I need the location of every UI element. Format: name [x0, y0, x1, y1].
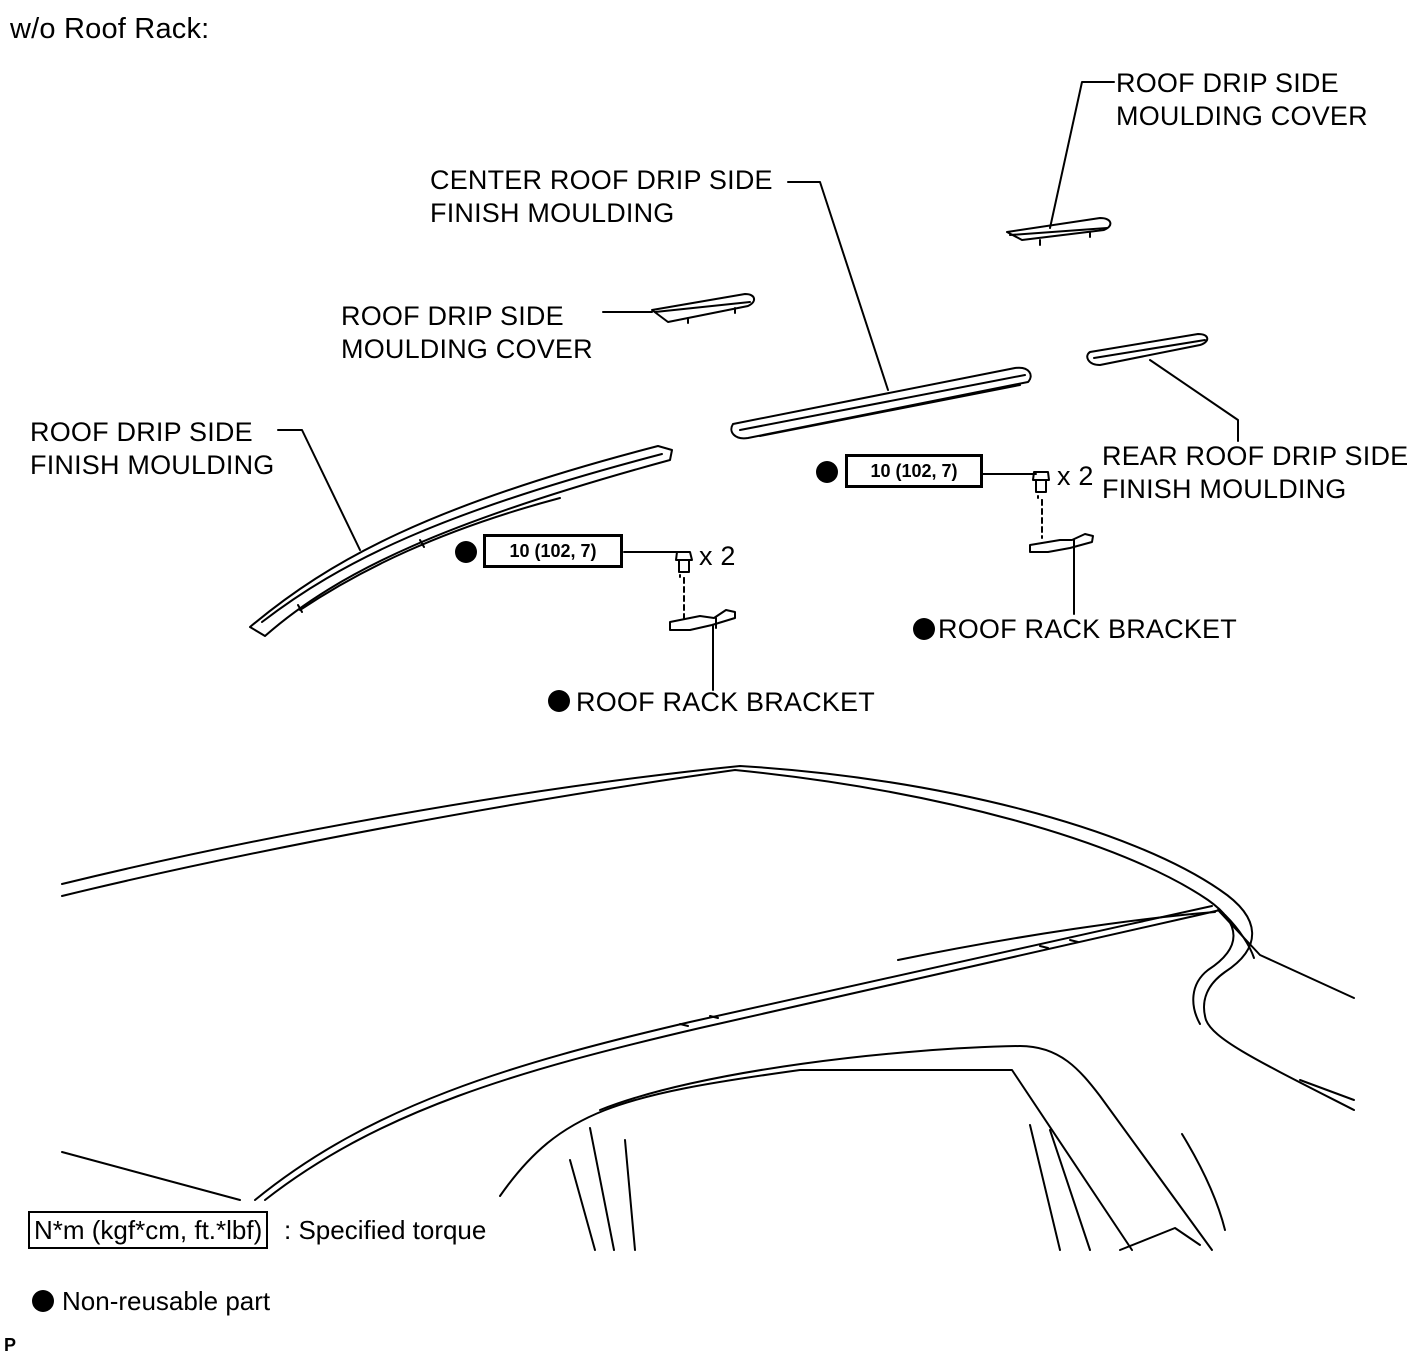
roof-drip-side-moulding-cover-front	[651, 293, 755, 324]
label-rear-roof-drip-side-finish-moulding: REAR ROOF DRIP SIDE FINISH MOULDING	[1102, 440, 1408, 506]
leader-lines	[277, 81, 1239, 691]
center-roof-drip-side-finish-moulding	[730, 366, 1032, 440]
vehicle-roof-outline	[61, 765, 1355, 1251]
non-reusable-marker	[548, 690, 570, 712]
legend-non-reusable-text: Non-reusable part	[62, 1286, 271, 1316]
legend-non-reusable-marker	[32, 1290, 54, 1312]
page-title: w/o Roof Rack:	[10, 13, 210, 45]
non-reusable-marker	[913, 618, 935, 640]
roof-drip-side-moulding-cover-rear	[1006, 217, 1112, 246]
label-line: MOULDING COVER	[1116, 101, 1368, 131]
rear-roof-drip-side-finish-moulding	[1086, 333, 1209, 366]
roof-drip-side-finish-moulding	[249, 445, 673, 637]
label-roof-rack-bracket-rear: ROOF RACK BRACKET	[938, 614, 1237, 644]
label-center-roof-drip-side-finish-moulding: CENTER ROOF DRIP SIDE FINISH MOULDING	[430, 164, 773, 230]
label-roof-drip-side-finish-moulding: ROOF DRIP SIDE FINISH MOULDING	[30, 416, 275, 482]
label-line: CENTER ROOF DRIP SIDE	[430, 165, 773, 195]
label-line: REAR ROOF DRIP SIDE	[1102, 441, 1409, 471]
label-roof-rack-bracket-front: ROOF RACK BRACKET	[576, 687, 875, 717]
bolt-rear	[1032, 471, 1050, 503]
torque-spec-rear: 10 (102, 7)	[845, 454, 983, 488]
bolt-quantity-front: x 2	[699, 541, 736, 571]
non-reusable-marker	[816, 461, 838, 483]
label-line: MOULDING COVER	[341, 334, 593, 364]
non-reusable-marker	[455, 541, 477, 563]
label-line: ROOF DRIP SIDE	[30, 417, 253, 447]
label-line: FINISH MOULDING	[1102, 474, 1347, 504]
label-line: ROOF DRIP SIDE	[341, 301, 564, 331]
figure-code: P	[4, 1335, 17, 1355]
label-line: ROOF DRIP SIDE	[1116, 68, 1339, 98]
label-roof-drip-side-moulding-cover-front: ROOF DRIP SIDE MOULDING COVER	[341, 300, 593, 366]
roof-rack-bracket-rear	[1029, 533, 1094, 553]
bolt-quantity-rear: x 2	[1057, 461, 1094, 491]
label-line: FINISH MOULDING	[430, 198, 675, 228]
legend-torque-unit: N*m (kgf*cm, ft.*lbf)	[28, 1211, 269, 1249]
legend-torque-description: : Specified torque	[284, 1215, 487, 1245]
bolt-front	[675, 551, 693, 581]
label-roof-drip-side-moulding-cover-rear: ROOF DRIP SIDE MOULDING COVER	[1116, 67, 1368, 133]
label-line: FINISH MOULDING	[30, 450, 275, 480]
roof-rack-bracket-front	[669, 609, 736, 631]
torque-spec-front: 10 (102, 7)	[483, 534, 623, 568]
